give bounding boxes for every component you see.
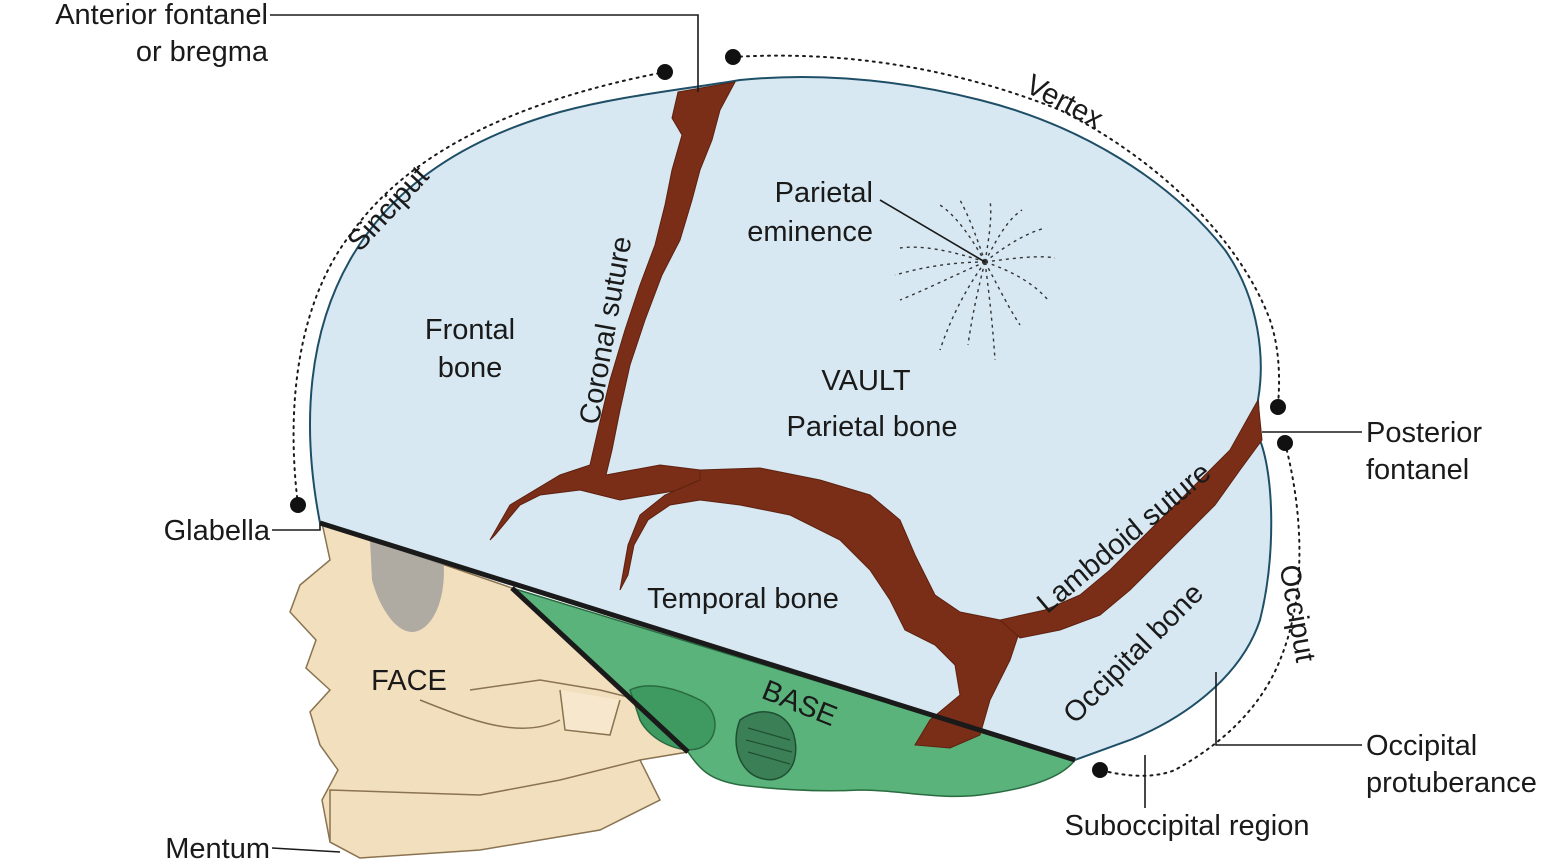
mentum-leader bbox=[271, 847, 341, 853]
frontal-bone-label-line1: Frontal bbox=[425, 314, 515, 346]
glabella-label: Glabella bbox=[164, 515, 271, 547]
occiput-point bbox=[1277, 435, 1293, 451]
posterior-fontanel-label-line2: fontanel bbox=[1366, 454, 1469, 486]
occiput-label: Occiput bbox=[1273, 562, 1322, 664]
occipital-protuberance-label-line1: Occipital bbox=[1366, 730, 1477, 762]
posterior-fontanel-point bbox=[1270, 399, 1286, 415]
posterior-fontanel-label-line1: Posterior bbox=[1366, 417, 1482, 449]
suboccipital-point bbox=[1092, 762, 1108, 778]
vault-region bbox=[309, 75, 1273, 762]
occipital-protuberance-label-line2: protuberance bbox=[1366, 767, 1537, 799]
bregma-point bbox=[657, 64, 673, 80]
occipital-protuberance-leader bbox=[1215, 672, 1362, 746]
anterior-fontanel-leader bbox=[270, 14, 699, 92]
anterior-fontanel-label-line2: or bregma bbox=[136, 36, 269, 68]
glabella-leader bbox=[272, 523, 321, 531]
suboccipital-region-label: Suboccipital region bbox=[1064, 810, 1309, 842]
face-label: FACE bbox=[371, 665, 447, 697]
mentum-label: Mentum bbox=[165, 833, 270, 865]
frontal-bone-label-line2: bone bbox=[438, 352, 503, 384]
anterior-fontanel-label-line1: Anterior fontanel bbox=[55, 0, 268, 31]
parietal-eminence-leader bbox=[879, 199, 986, 263]
parietal-eminence-label-line2: eminence bbox=[747, 216, 873, 248]
occiput-arc bbox=[1099, 442, 1301, 777]
parietal-bone-label: Parietal bone bbox=[787, 411, 958, 443]
temporal-bone-label: Temporal bone bbox=[647, 583, 839, 615]
parietal-eminence-marks bbox=[894, 199, 1056, 361]
sinciput-arc bbox=[292, 71, 666, 506]
vertex-arc bbox=[732, 54, 1281, 406]
vault-label: VAULT bbox=[821, 365, 910, 397]
squamosal-suture-shape bbox=[619, 467, 1021, 749]
glabella-point bbox=[290, 497, 306, 513]
vertex-point bbox=[725, 49, 741, 65]
parietal-eminence-label-line1: Parietal bbox=[775, 177, 873, 209]
lambdoid-suture-shape bbox=[998, 398, 1263, 639]
coronal-suture-shape bbox=[489, 81, 736, 541]
